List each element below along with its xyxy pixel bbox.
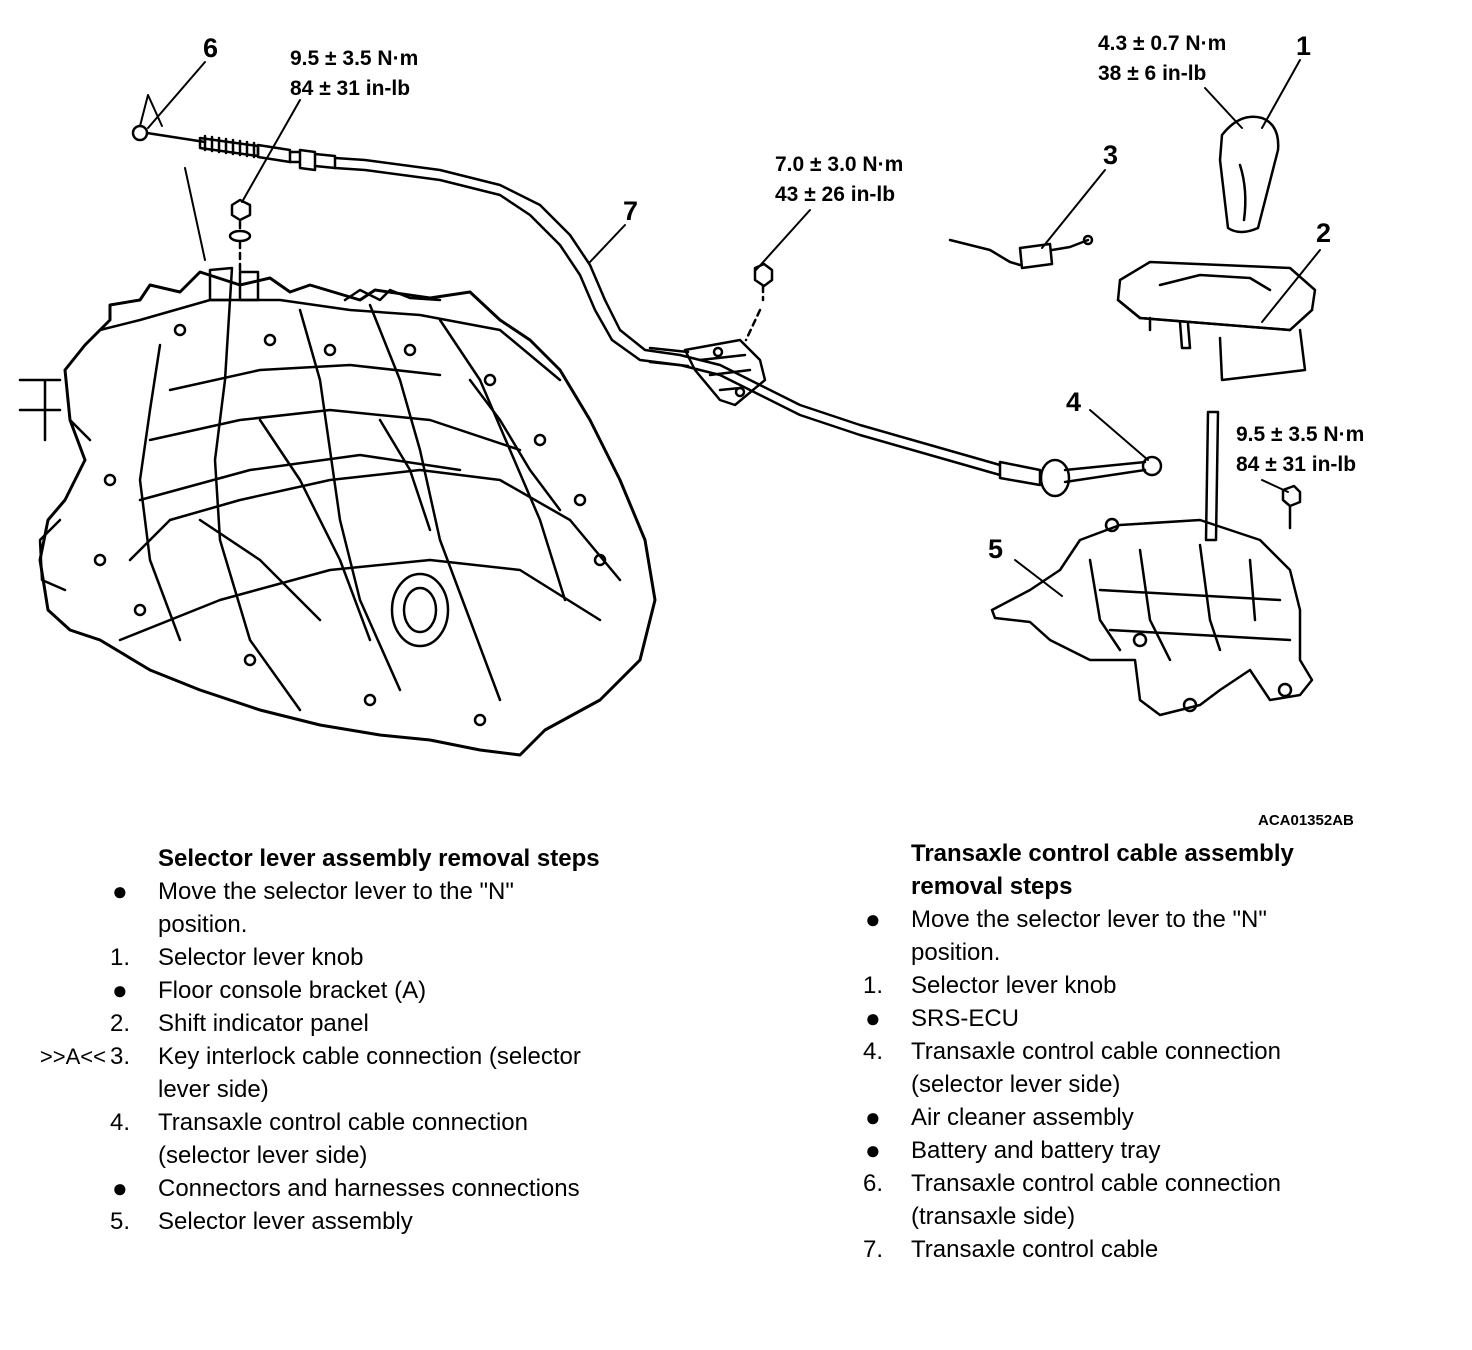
step-reference: >>A<<	[39, 1044, 106, 1069]
step-item: 2. Shift indicator panel	[110, 1007, 598, 1040]
step-text: Move the selector lever to the "N" posit…	[158, 878, 514, 938]
step-item: ● SRS-ECU	[863, 1002, 1351, 1035]
step-text: Shift indicator panel	[158, 1010, 369, 1037]
callout-6: 6	[203, 33, 219, 63]
callout-1: 1	[1296, 31, 1312, 61]
transaxle-control-cable-drawing	[131, 124, 1163, 498]
cable-bracket-drawing	[648, 262, 774, 407]
torque-spec-knob: 4.3 ± 0.7 N·m 38 ± 6 in-lb	[1098, 29, 1226, 89]
step-text: Floor console bracket (A)	[158, 977, 427, 1004]
step-list: ● Move the selector lever to the "N" posi…	[863, 903, 1423, 1266]
step-text: Selector lever assembly	[158, 1208, 413, 1235]
bullet-marker: ●	[865, 1102, 881, 1132]
step-item: ● Move the selector lever to the "N" posi…	[110, 875, 598, 941]
torque-nm: 9.5 ± 3.5 N·m	[290, 47, 419, 70]
torque-inlb: 43 ± 26 in-lb	[775, 183, 896, 206]
step-item: 4. Transaxle control cable connection (se…	[863, 1035, 1351, 1101]
step-text: Move the selector lever to the "N" posit…	[911, 906, 1267, 966]
callout-2: 2	[1316, 218, 1332, 248]
step-item: ● Connectors and harnesses connections	[110, 1172, 598, 1205]
bullet-marker: ●	[865, 1003, 881, 1033]
step-item: 6. Transaxle control cable connection (tr…	[863, 1167, 1351, 1233]
cable-removal-section: Transaxle control cable assembly removal…	[863, 837, 1423, 1266]
step-item: >>A<<3. Key interlock cable connection (s…	[40, 1040, 598, 1106]
step-text: Transaxle control cable connection (sele…	[158, 1109, 528, 1169]
bullet-marker: ●	[865, 904, 881, 934]
selector-lever-assembly-drawing	[990, 410, 1314, 717]
step-number: 2.	[110, 1010, 131, 1037]
step-number: 4.	[110, 1109, 131, 1136]
torque-inlb: 84 ± 31 in-lb	[1236, 453, 1357, 476]
step-number: 3.	[110, 1043, 131, 1070]
exploded-view-illustration	[18, 59, 1321, 757]
step-text: Air cleaner assembly	[911, 1104, 1134, 1131]
torque-spec-selector-bolt: 9.5 ± 3.5 N·m 84 ± 31 in-lb	[1236, 420, 1364, 480]
transaxle-nut-washer-drawing	[228, 198, 252, 272]
step-item: 5. Selector lever assembly	[110, 1205, 598, 1238]
step-text: Key interlock cable connection (selector…	[158, 1043, 581, 1103]
step-item: ● Move the selector lever to the "N" posi…	[863, 903, 1351, 969]
step-item: 4. Transaxle control cable connection (se…	[110, 1106, 598, 1172]
selector-removal-section: Selector lever assembly removal steps ● M…	[40, 842, 670, 1238]
torque-spec-bracket: 7.0 ± 3.0 N·m 43 ± 26 in-lb	[775, 150, 903, 210]
step-list: ● Move the selector lever to the "N" posi…	[40, 875, 670, 1238]
step-text: Transaxle control cable	[911, 1236, 1159, 1263]
step-text: SRS-ECU	[911, 1005, 1020, 1032]
step-number: 5.	[110, 1208, 131, 1235]
bullet-marker: ●	[865, 1135, 881, 1165]
step-text: Selector lever knob	[911, 972, 1117, 999]
step-text: Transaxle control cable connection (tran…	[911, 1170, 1281, 1230]
leader-lines	[139, 59, 1321, 597]
figure-id: ACA01352AB	[1258, 812, 1354, 829]
step-item: ● Floor console bracket (A)	[110, 974, 598, 1007]
torque-nm: 9.5 ± 3.5 N·m	[1236, 423, 1365, 446]
step-text: Battery and battery tray	[911, 1137, 1161, 1164]
step-item: 7. Transaxle control cable	[863, 1233, 1351, 1266]
section-heading: Transaxle control cable assembly removal…	[911, 840, 1294, 900]
step-number: 7.	[863, 1236, 884, 1263]
bullet-marker: ●	[112, 876, 128, 906]
bullet-marker: ●	[112, 975, 128, 1005]
key-interlock-cable-drawing	[948, 234, 1094, 270]
shift-indicator-panel-drawing	[1116, 260, 1317, 382]
transaxle-housing-drawing	[18, 266, 657, 757]
selector-knob-drawing	[1218, 115, 1280, 234]
torque-inlb: 84 ± 31 in-lb	[290, 77, 411, 100]
step-number: 6.	[863, 1170, 884, 1197]
section-heading: Selector lever assembly removal steps	[158, 845, 600, 872]
callout-5: 5	[988, 534, 1004, 564]
step-text: Selector lever knob	[158, 944, 364, 971]
step-text: Transaxle control cable connection (sele…	[911, 1038, 1281, 1098]
callout-4: 4	[1066, 387, 1082, 417]
torque-nm: 7.0 ± 3.0 N·m	[775, 153, 904, 176]
torque-spec-transaxle-nut: 9.5 ± 3.5 N·m 84 ± 31 in-lb	[290, 44, 418, 104]
bullet-marker: ●	[112, 1173, 128, 1203]
torque-nm: 4.3 ± 0.7 N·m	[1098, 32, 1227, 55]
step-text: Connectors and harnesses connections	[158, 1175, 580, 1202]
torque-inlb: 38 ± 6 in-lb	[1098, 62, 1207, 85]
step-number: 1.	[863, 972, 884, 999]
step-item: ● Air cleaner assembly	[863, 1101, 1351, 1134]
step-number: 1.	[110, 944, 131, 971]
step-item: 1. Selector lever knob	[863, 969, 1351, 1002]
step-item: 1. Selector lever knob	[110, 941, 598, 974]
step-number: 4.	[863, 1038, 884, 1065]
step-item: ● Battery and battery tray	[863, 1134, 1351, 1167]
callout-7: 7	[623, 196, 639, 226]
callout-3: 3	[1103, 140, 1119, 170]
